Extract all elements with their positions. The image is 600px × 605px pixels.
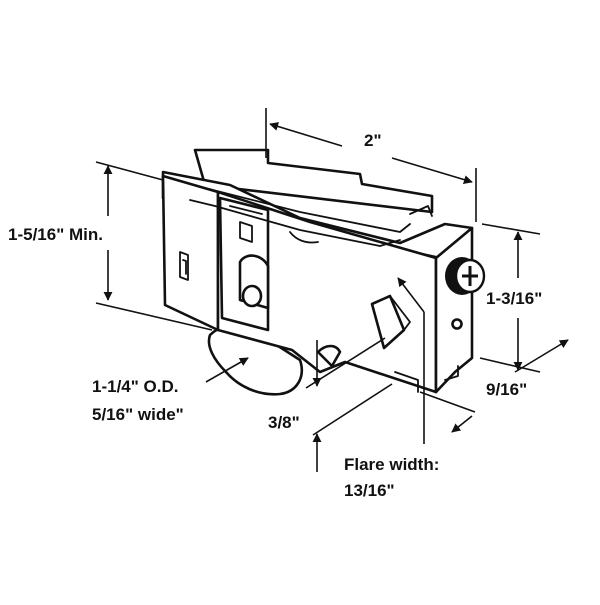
label-flare-title: Flare width:: [344, 455, 439, 474]
side-slot: [179, 251, 189, 281]
flare-tab-fold: [389, 295, 411, 331]
top-rail-inner: [204, 187, 411, 233]
dimension-depth: [419, 339, 569, 433]
roller-housing: [161, 148, 474, 396]
label-wheel-width: 5/16" wide": [92, 405, 184, 424]
dimension-width: [265, 108, 477, 222]
phillips-screw-icon: [445, 257, 486, 295]
label-height-left: 1-5/16" Min.: [8, 225, 103, 244]
front-clip-outline: [239, 221, 253, 243]
top-lip: [289, 231, 319, 244]
label-flare-value: 13/16": [344, 481, 395, 500]
dimension-offset: [305, 337, 393, 472]
lower-step: [394, 371, 419, 393]
end-step: [444, 365, 459, 381]
top-tab: [409, 205, 433, 217]
dimension-flare-leader: [397, 277, 425, 444]
dimension-height-right: [479, 223, 541, 373]
bracket-rim: [229, 205, 263, 215]
axle-pin: [241, 284, 263, 308]
label-wheel-od: 1-1/4" O.D.: [92, 377, 178, 396]
label-depth: 9/16": [486, 380, 527, 399]
left-side-face: [161, 174, 220, 332]
top-rail-outer: [189, 199, 401, 247]
label-width: 2": [364, 131, 382, 150]
end-hole: [451, 318, 463, 330]
dimension-height-left: [95, 161, 213, 331]
label-height-right: 1-3/16": [486, 289, 542, 308]
end-face: [434, 226, 474, 394]
label-offset: 3/8": [268, 413, 300, 432]
back-plate: [193, 148, 434, 214]
spring-tab: [316, 344, 342, 368]
side-slot-inner: [182, 259, 187, 275]
dimension-wheel-leader: [205, 357, 249, 383]
